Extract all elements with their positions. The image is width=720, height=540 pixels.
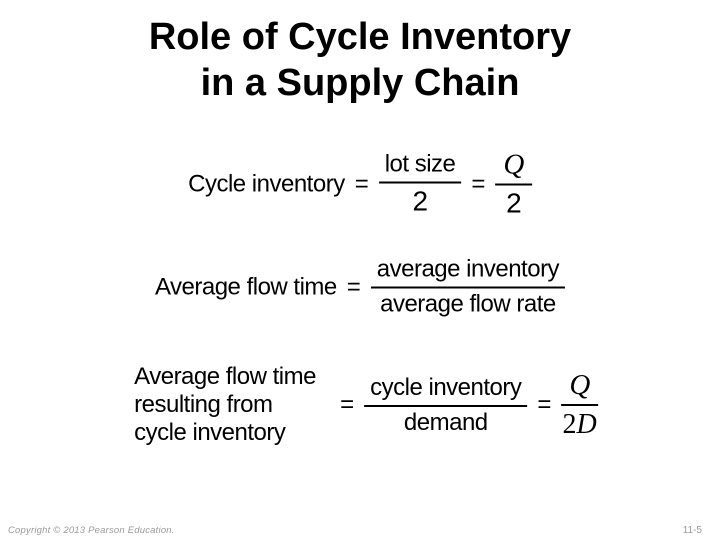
equation-avg-flow-time-cycle-inventory: Average flow time resulting from cycle i…	[134, 363, 598, 447]
fraction-avg-inventory-over-avg-flow-rate: average inventory average flow rate	[370, 256, 566, 319]
equals-sign: =	[537, 391, 552, 418]
slide-title-line-2: in a Supply Chain	[200, 62, 520, 104]
slide-number: 11-5	[682, 525, 702, 536]
equals-sign: =	[340, 391, 355, 418]
copyright-notice: Copyright © 2013 Pearson Education.	[8, 525, 175, 536]
fraction-cycle-inventory-over-demand: cycle inventory demand	[364, 374, 528, 437]
fraction-q-over-2: Q 2	[495, 149, 532, 220]
equation-average-flow-time-lhs: Average flow time	[154, 273, 337, 300]
math-variable-d: D	[576, 409, 597, 440]
equals-sign: =	[354, 170, 369, 197]
label-line-2: resulting from	[134, 391, 273, 418]
label-line-3: cycle inventory	[134, 419, 286, 446]
slide-title: Role of Cycle Inventory in a Supply Chai…	[0, 14, 720, 106]
label-line-1: Average flow time	[134, 363, 316, 390]
equals-sign: =	[346, 273, 361, 300]
math-variable-q: Q	[495, 149, 532, 186]
equation-cycle-inventory: Cycle inventory = lot size 2 = Q 2	[188, 149, 532, 220]
fraction-q-over-2d: Q 2D	[561, 369, 598, 441]
slide-title-line-1: Role of Cycle Inventory	[148, 16, 572, 58]
fraction-denominator: demand	[403, 408, 488, 436]
equation-average-flow-time: Average flow time = average inventory av…	[154, 256, 566, 319]
fraction-denominator: 2D	[563, 406, 597, 441]
fraction-numerator: cycle inventory	[364, 374, 528, 407]
fraction-lot-size-over-2: lot size 2	[378, 151, 462, 218]
equation-multiline-label: Average flow time resulting from cycle i…	[134, 363, 330, 447]
equation-cycle-inventory-lhs: Cycle inventory	[188, 170, 345, 197]
equals-sign: =	[471, 170, 486, 197]
fraction-denominator: 2	[506, 187, 522, 219]
fraction-numerator: lot size	[378, 151, 462, 184]
fraction-denominator: average flow rate	[380, 290, 556, 318]
math-coefficient-2: 2	[562, 409, 577, 440]
math-variable-q: Q	[561, 369, 598, 406]
fraction-denominator: 2	[412, 185, 429, 217]
fraction-numerator: average inventory	[370, 256, 566, 289]
